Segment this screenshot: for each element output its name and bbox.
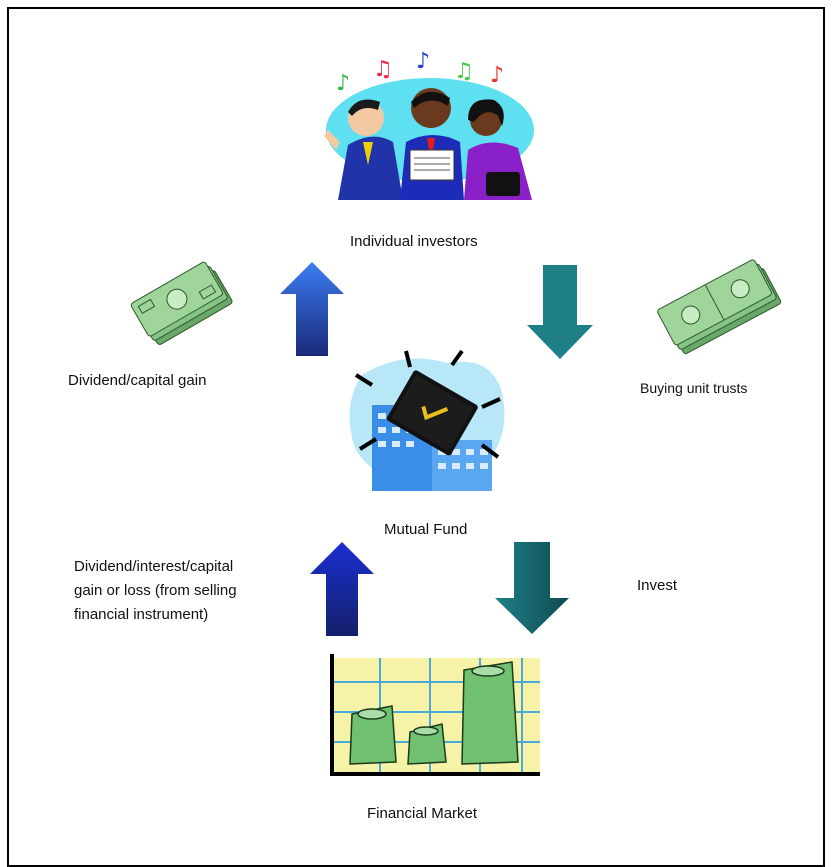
returns-line-2: gain or loss (from selling: [74, 582, 237, 599]
cash-stack-right-icon: [657, 259, 782, 354]
svg-text:♫: ♫: [373, 57, 393, 82]
returns-line-1: Dividend/interest/capital: [74, 558, 234, 575]
returns-line-3: financial instrument): [74, 606, 209, 623]
individual-investors-label: Individual investors: [350, 233, 478, 250]
mutual-fund-label: Mutual Fund: [384, 521, 468, 538]
arrow-up-to-investors: [280, 262, 344, 356]
arrow-down-to-fund: [527, 265, 593, 359]
arrow-up-to-fund: [310, 542, 374, 636]
svg-text:♪: ♪: [490, 63, 504, 88]
svg-text:♫: ♫: [454, 59, 474, 84]
svg-text:♪: ♪: [336, 71, 350, 96]
invest-label: Invest: [637, 577, 678, 594]
financial-market-illustration: [330, 654, 540, 776]
buying-unit-trusts-label: Buying unit trusts: [640, 380, 748, 396]
cash-stack-left-icon: [130, 261, 233, 345]
music-notes: ♪ ♫ ♪ ♫ ♪: [336, 49, 504, 96]
returns-label: Dividend/interest/capital gain or loss (…: [74, 555, 274, 627]
mutual-fund-illustration: [349, 349, 505, 491]
svg-text:♪: ♪: [416, 49, 430, 74]
financial-market-label: Financial Market: [367, 805, 478, 822]
arrow-down-to-market: [495, 542, 569, 634]
dividend-capital-gain-label: Dividend/capital gain: [68, 372, 207, 389]
investors-illustration: ♪ ♫ ♪ ♫ ♪: [324, 49, 534, 200]
